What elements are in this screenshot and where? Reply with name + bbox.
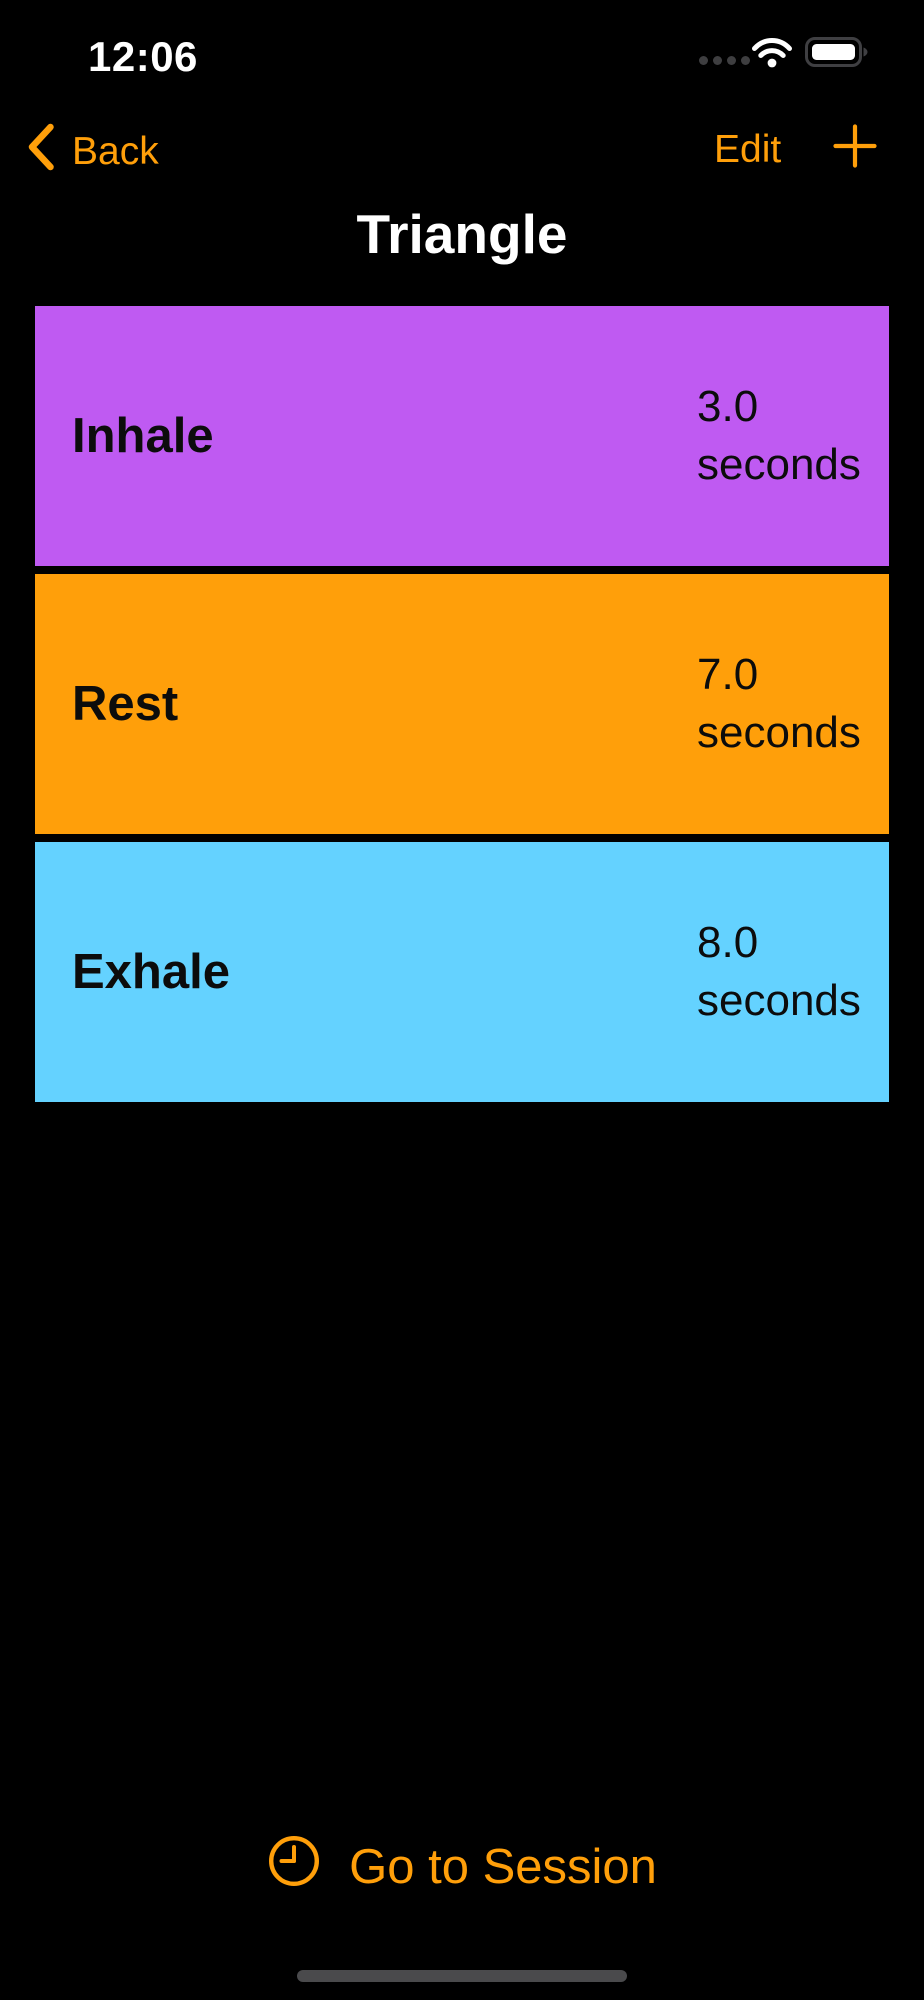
battery-full-icon: [805, 37, 869, 72]
home-indicator[interactable]: [297, 1970, 627, 1982]
step-duration: 3.0 seconds: [697, 378, 861, 494]
status-bar-time: 12:06: [88, 33, 198, 80]
step-duration-value: 3.0: [697, 382, 759, 431]
step-row-inhale[interactable]: Inhale 3.0 seconds: [35, 306, 889, 566]
cellular-dot: [727, 56, 736, 65]
back-button-label: Back: [72, 130, 159, 173]
step-duration-unit: seconds: [697, 976, 861, 1025]
step-row-rest[interactable]: Rest 7.0 seconds: [35, 574, 889, 834]
step-name: Inhale: [72, 409, 214, 463]
cellular-dot: [713, 56, 722, 65]
clock-icon: [267, 1834, 321, 1900]
step-duration-unit: seconds: [697, 708, 861, 757]
cellular-dot: [741, 56, 750, 65]
step-name: Rest: [72, 677, 179, 731]
add-button[interactable]: [833, 124, 877, 168]
back-button[interactable]: Back: [26, 122, 159, 182]
step-name: Exhale: [72, 945, 230, 999]
step-duration: 7.0 seconds: [697, 646, 861, 762]
chevron-left-icon: [26, 122, 56, 182]
nav-bar: Back Edit: [0, 0, 924, 190]
plus-icon: [833, 124, 877, 172]
go-to-session-button[interactable]: Go to Session: [0, 1834, 924, 1900]
step-duration-unit: seconds: [697, 440, 861, 489]
wifi-icon: [752, 37, 792, 73]
step-row-exhale[interactable]: Exhale 8.0 seconds: [35, 842, 889, 1102]
step-duration-value: 7.0: [697, 650, 759, 699]
step-list: Inhale 3.0 seconds Rest 7.0 seconds Exha…: [35, 306, 889, 1110]
cellular-dot: [699, 56, 708, 65]
edit-button[interactable]: Edit: [714, 128, 782, 171]
step-duration: 8.0 seconds: [697, 914, 861, 1030]
step-duration-value: 8.0: [697, 918, 759, 967]
go-to-session-label: Go to Session: [349, 1840, 657, 1894]
cellular-dots-icon: [699, 56, 750, 65]
page-title: Triangle: [356, 203, 568, 265]
